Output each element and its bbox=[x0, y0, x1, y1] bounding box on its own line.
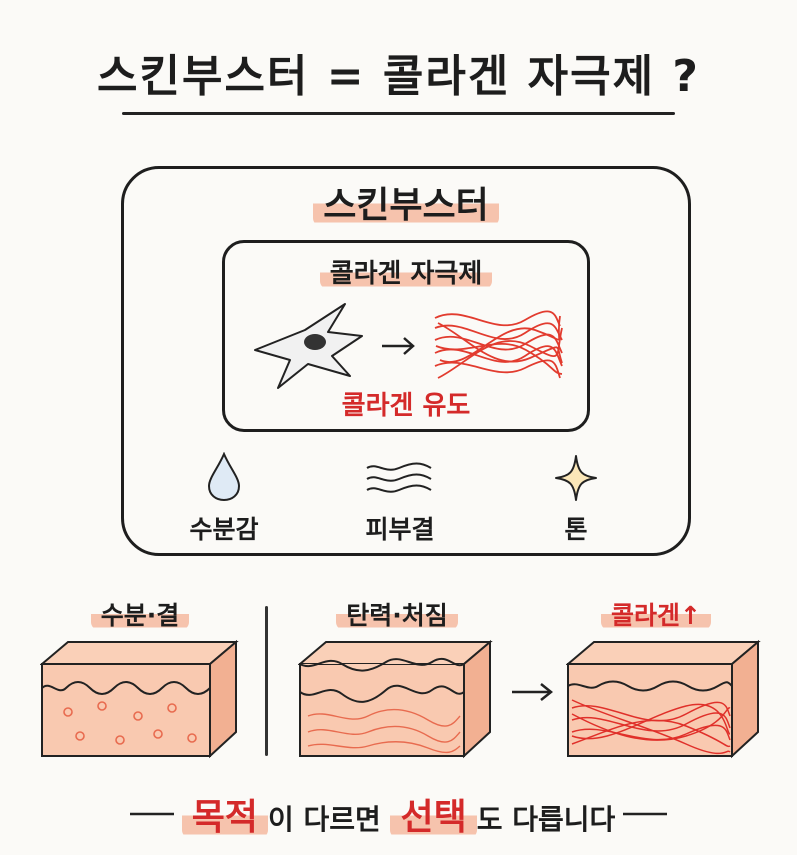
page-title: 스킨부스터 = 콜라겐 자극제 ? bbox=[97, 51, 700, 102]
collagen-stimulator-label-wrap: 콜라겐 자극제 bbox=[222, 253, 590, 290]
panel-label-collagen: 콜라겐↑ bbox=[601, 601, 711, 630]
collagen-fibers-icon bbox=[434, 310, 563, 379]
footer-dash-left bbox=[130, 812, 174, 816]
collagen-stimulator-label: 콜라겐 자극제 bbox=[319, 259, 493, 289]
panel-label-hydration: 수분·결 bbox=[90, 601, 190, 630]
footer-dash-right bbox=[623, 812, 667, 816]
feature-label-hydration: 수분감 bbox=[189, 515, 259, 544]
arrow-right-icon bbox=[512, 683, 554, 701]
title-underline bbox=[122, 112, 675, 115]
arrow-right-icon bbox=[382, 337, 415, 355]
water-drop-icon bbox=[207, 452, 241, 502]
footer-word-choice: 선택 bbox=[390, 797, 477, 838]
footer-text-2: 도 다릅니다 bbox=[476, 803, 616, 836]
footer-word-purpose: 목적 bbox=[181, 797, 268, 838]
footer-text-1: 이 다르면 bbox=[267, 803, 391, 836]
collagen-stimulator-box bbox=[222, 240, 590, 432]
collagen-induction-illustration bbox=[254, 303, 563, 389]
skin-block-hydration bbox=[40, 639, 239, 759]
panel-label-elasticity: 탄력·처짐 bbox=[336, 601, 458, 630]
wave-lines-icon bbox=[366, 462, 432, 493]
skin-booster-box bbox=[121, 166, 691, 556]
collagen-induction-caption: 콜라겐 유도 bbox=[341, 391, 471, 421]
feature-label-tone: 톤 bbox=[564, 515, 588, 544]
skin-booster-label-wrap: 스킨부스터 bbox=[121, 176, 691, 228]
panel-divider bbox=[265, 606, 268, 756]
panel-label-hydration-wrap: 수분·결 bbox=[40, 596, 240, 632]
skin-block-collagen bbox=[566, 639, 761, 759]
skin-booster-label: 스킨부스터 bbox=[313, 185, 499, 226]
panel-label-collagen-wrap: 콜라겐↑ bbox=[566, 596, 746, 632]
fibroblast-cell-icon bbox=[254, 303, 363, 389]
feature-label-texture: 피부결 bbox=[365, 515, 435, 544]
sparkle-icon bbox=[555, 455, 597, 501]
skin-block-sagging bbox=[298, 639, 493, 759]
panel-label-elasticity-wrap: 탄력·처짐 bbox=[292, 596, 502, 632]
